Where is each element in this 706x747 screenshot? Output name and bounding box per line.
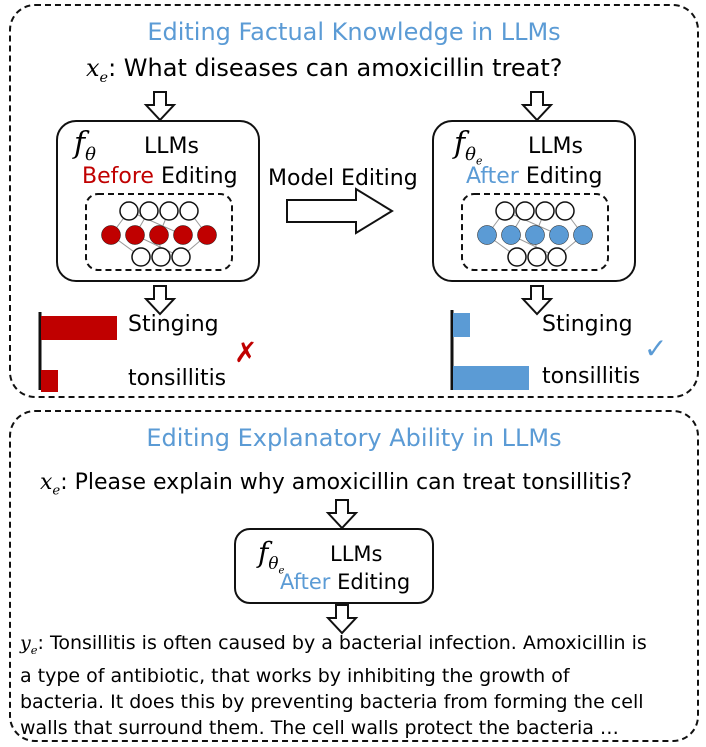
answer-probability-bars-before: [38, 312, 117, 392]
model-llms-label: LLMs: [144, 134, 199, 159]
factual-editing-panel: Editing Factual Knowledge in LLMs: [9, 4, 699, 398]
explanatory-editing-title: Editing Explanatory Ability in LLMs: [146, 424, 562, 452]
model-after-editing-explain: fθe LLMs After Editing: [234, 528, 434, 604]
explanatory-query: xe: Please explain why amoxicillin can t…: [40, 470, 633, 499]
model-function-symbol: fθ: [74, 126, 96, 165]
answer-line: ye: Tonsillitis is often caused by a bac…: [20, 632, 647, 657]
query-text: What diseases can amoxicillin treat?: [123, 54, 563, 82]
neural-network-icon: [461, 193, 609, 271]
model-before-editing: fθ LLMs Before Editing: [56, 120, 260, 282]
bar-tonsillitis: [453, 366, 529, 390]
wrong-cross-icon: ✗: [234, 336, 258, 369]
answer-label-stinging: Stinging: [542, 312, 633, 337]
bar-stinging: [453, 313, 470, 337]
query-text: Please explain why amoxicillin can treat…: [74, 470, 633, 495]
factual-query: xe: What diseases can amoxicillin treat?: [86, 54, 563, 86]
model-function-symbol: fθe: [454, 126, 483, 168]
model-state-label: After Editing: [466, 164, 603, 189]
explanation-answer: ye: Tonsillitis is often caused by a bac…: [20, 630, 698, 741]
query-variable: xe: [40, 470, 61, 499]
arrow-down-icon: [143, 285, 177, 316]
answer-probability-bars-after: [450, 310, 529, 390]
answer-line: bacteria. It does this by preventing bac…: [20, 690, 644, 713]
explanatory-editing-panel: Editing Explanatory Ability in LLMs: [9, 410, 699, 742]
bar-tonsillitis: [41, 370, 58, 392]
arrow-down-icon: [325, 499, 359, 530]
model-llms-label: LLMs: [330, 542, 383, 566]
answer-label-stinging: Stinging: [128, 312, 219, 337]
model-llms-label: LLMs: [528, 134, 583, 159]
model-after-editing: fθe LLMs After Editing: [432, 120, 636, 282]
arrow-down-icon: [520, 91, 554, 122]
answer-line: walls that surround them. The cell walls…: [20, 716, 619, 739]
model-editing-label: Model Editing: [268, 166, 418, 191]
neural-network-icon: [85, 193, 233, 271]
query-variable: xe: [86, 54, 109, 86]
arrow-down-icon: [520, 285, 554, 316]
answer-label-tonsillitis: tonsillitis: [542, 364, 641, 389]
answer-line: a type of antibiotic, that works by inhi…: [20, 664, 570, 687]
model-function-symbol: fθe: [258, 536, 285, 576]
answer-label-tonsillitis: tonsillitis: [128, 366, 227, 391]
correct-check-icon: ✓: [644, 332, 668, 365]
factual-editing-title: Editing Factual Knowledge in LLMs: [147, 18, 561, 46]
model-state-label: After Editing: [280, 570, 411, 594]
arrow-down-icon: [143, 91, 177, 122]
answer-variable: ye: [20, 632, 38, 657]
model-state-label: Before Editing: [82, 164, 238, 189]
arrow-down-icon: [325, 604, 359, 635]
arrow-right-icon: [286, 187, 394, 235]
bar-stinging: [41, 316, 117, 340]
